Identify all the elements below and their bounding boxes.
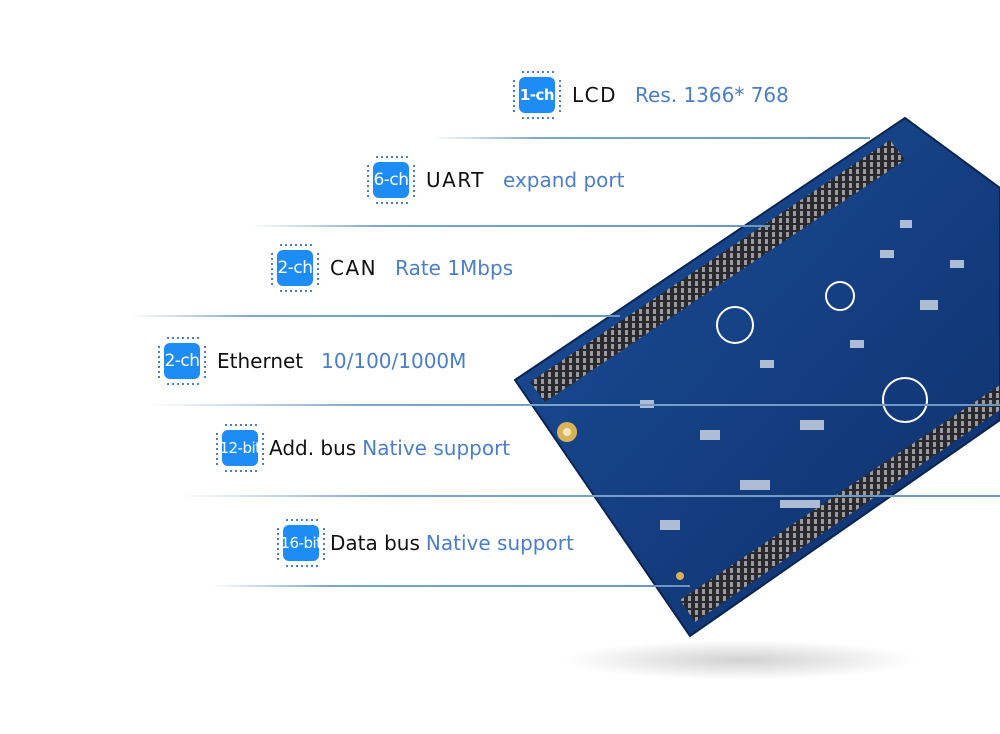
feature-value: Res. 1366* 768 [635, 83, 789, 107]
badge: 16-bit [280, 525, 322, 561]
badge: 2-ch [164, 343, 200, 379]
logo-mark [825, 281, 855, 311]
divider-line [150, 404, 1000, 406]
chip-icon: 1-ch [512, 70, 562, 120]
chip-icon: 2-ch [270, 243, 320, 293]
feature-lcd: 1-ch LCD Res. 1366* 768 [512, 70, 789, 120]
badge: 2-ch [277, 250, 313, 286]
feature-value: Native support [362, 436, 511, 460]
feature-value: expand port [502, 168, 625, 192]
feature-uart: 6-ch UART expand port [366, 155, 624, 205]
chip-icon: 16-bit [276, 518, 326, 568]
feature-ethernet: 2-ch Ethernet 10/100/1000M [157, 336, 466, 386]
feature-label: CAN [330, 256, 378, 280]
feature-value: Rate 1Mbps [395, 256, 514, 280]
divider-line [210, 585, 690, 587]
feature-address-bus: 12-bit Add. bus Native support [215, 423, 510, 473]
feature-can: 2-ch CAN Rate 1Mbps [270, 243, 513, 293]
feature-data-bus: 16-bit Data bus Native support [276, 518, 574, 568]
divider-line [130, 315, 620, 317]
pin-header-top [530, 140, 905, 402]
chip-icon: 6-ch [366, 155, 416, 205]
divider-line [430, 137, 870, 139]
feature-value: Native support [425, 531, 574, 555]
feature-label: Data bus [330, 531, 420, 555]
chip-icon: 12-bit [215, 423, 265, 473]
feature-label: Add. bus [269, 436, 357, 460]
badge: 6-ch [373, 162, 409, 198]
feature-label: UART [426, 168, 485, 192]
board-shadow [560, 640, 920, 680]
divider-line [250, 225, 770, 227]
feature-label: LCD [572, 83, 618, 107]
feature-value: 10/100/1000M [321, 349, 467, 373]
chip-icon: 2-ch [157, 336, 207, 386]
pin-header-bottom [680, 385, 1000, 622]
feature-label: Ethernet [217, 349, 304, 373]
badge: 1-ch [519, 77, 555, 113]
badge: 12-bit [219, 430, 261, 466]
divider-line [180, 495, 1000, 497]
